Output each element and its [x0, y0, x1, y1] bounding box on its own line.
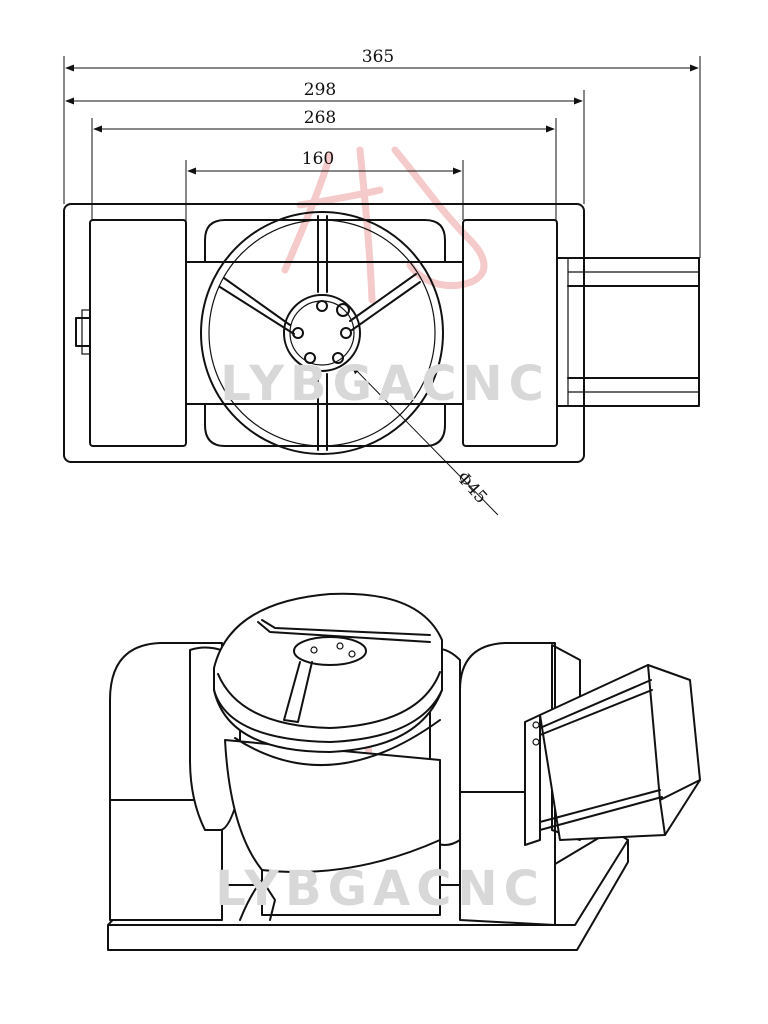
watermark-text-bottom: LYBGACNC	[215, 861, 545, 917]
dimension-lines	[63, 56, 701, 516]
dim-298: 298	[304, 80, 336, 100]
watermark-logo-top	[281, 146, 488, 304]
dim-268: 268	[304, 108, 336, 128]
watermark-text-top: LYBGACNC	[220, 356, 550, 412]
isometric-view	[107, 592, 701, 951]
top-view	[63, 203, 700, 463]
dim-365: 365	[362, 47, 394, 67]
dim-160: 160	[302, 149, 334, 169]
